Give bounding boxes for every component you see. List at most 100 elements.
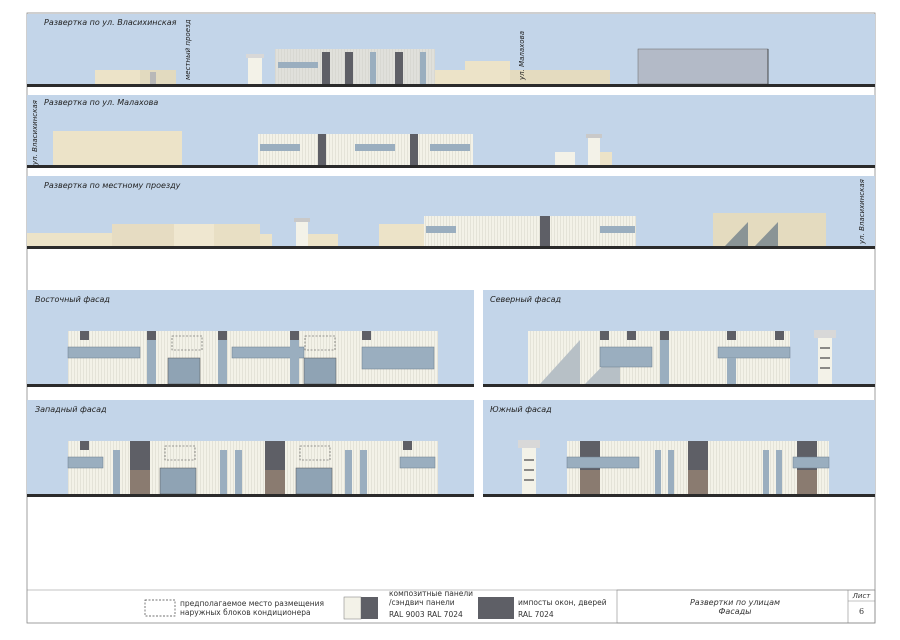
glass-band: [399, 456, 436, 469]
tower-cap: [294, 218, 310, 222]
tower-cap: [518, 440, 540, 448]
ground-line: [483, 494, 875, 497]
glass-strip: [420, 52, 426, 84]
street-label: местный проезд: [184, 19, 192, 80]
building-block-gray: [637, 48, 769, 85]
building-block: [214, 224, 260, 246]
gray-pier: [540, 216, 550, 246]
glass-band: [260, 144, 300, 151]
legend-posts-swatch: [478, 597, 514, 619]
street-label: ул. Малахова: [518, 31, 526, 80]
glass-band: [361, 346, 435, 370]
legend-posts-code: RAL 7024: [518, 610, 554, 619]
street-label: ул. Власихинская: [31, 100, 39, 165]
glass-band: [67, 456, 104, 469]
building-block: [53, 131, 182, 165]
building-block: [112, 224, 174, 246]
glass-band: [717, 346, 791, 359]
tower-cap: [586, 134, 602, 138]
east-facade-drawing: [27, 290, 474, 387]
building-block: [600, 152, 612, 165]
building-block: [27, 233, 117, 246]
building-block: [140, 70, 176, 84]
building-block: [379, 224, 424, 246]
entrance: [295, 467, 333, 495]
title-block: [616, 589, 876, 624]
glass-band: [792, 456, 830, 469]
tower-cap: [246, 54, 264, 58]
glass-band: [600, 226, 635, 233]
building-block: [555, 152, 575, 165]
north-facade-title: Северный фасад: [490, 295, 562, 304]
glass-strip: [370, 52, 376, 84]
north-facade-drawing: [483, 290, 875, 387]
shadow-triangle: [725, 222, 748, 246]
building-block: [308, 234, 338, 246]
ground-line: [27, 494, 474, 497]
ground-line: [27, 246, 875, 249]
ac-unit-placeholder: [164, 445, 196, 461]
building-block: [510, 70, 610, 84]
building-block: [465, 61, 510, 84]
tower-cap: [814, 330, 836, 338]
glass-band: [566, 456, 640, 469]
building-block: [260, 234, 272, 246]
entrance: [303, 357, 337, 385]
strip-title-local-road: Развертка по местному проезду: [44, 181, 181, 190]
south-facade-drawing: [483, 400, 875, 497]
legend-ac-line1: предполагаемое место размещения: [180, 599, 325, 608]
glass-band: [67, 346, 141, 359]
street-label: ул. Власихинская: [858, 179, 866, 244]
building-block: [174, 224, 214, 246]
ground-line: [27, 384, 474, 387]
glass-band: [355, 144, 395, 151]
strip-malakhova: [27, 95, 875, 168]
strip-local-road: [27, 176, 875, 249]
strip-title-malakhova: Развертка по ул. Малахова: [44, 98, 159, 107]
glass-band: [231, 346, 305, 359]
shadow-triangle: [755, 222, 778, 246]
ground-line: [27, 165, 875, 168]
entrance: [159, 467, 197, 495]
gray-pier: [318, 134, 326, 165]
ac-unit-placeholder: [171, 335, 203, 351]
legend-panels-codes: RAL 9003 RAL 7024: [389, 610, 463, 619]
west-facade-title: Западный фасад: [35, 405, 107, 414]
tower: [818, 336, 832, 384]
strip-vlasikhinskaya: [27, 14, 875, 87]
stamp-title-line1: Развертки по улицам: [689, 598, 781, 607]
glass-band: [599, 346, 653, 368]
east-facade-title: Восточный фасад: [35, 295, 110, 304]
facade-wall: [68, 441, 438, 494]
legend-gray-panel-swatch: [361, 597, 378, 619]
building-block: [95, 70, 145, 84]
entrance: [167, 357, 201, 385]
ground-line: [27, 84, 875, 87]
legend-ac-swatch: [144, 599, 176, 617]
tower: [248, 54, 262, 84]
building-block: [150, 72, 156, 84]
ac-unit-placeholder: [299, 445, 331, 461]
glass-band: [430, 144, 470, 151]
tower: [296, 220, 308, 246]
ground-line: [483, 384, 875, 387]
stamp-title-line2: Фасады: [718, 607, 752, 616]
shadow-triangle: [540, 340, 580, 384]
legend-panels-line1: композитные панели: [389, 589, 474, 598]
glass-band: [426, 226, 456, 233]
stamp-sheet-label: Лист: [852, 592, 871, 600]
tower: [588, 136, 600, 165]
gray-pier: [395, 52, 403, 84]
legend-posts-line1: импосты окон, дверей: [518, 598, 607, 607]
stamp-sheet-number: 6: [858, 607, 865, 616]
gray-pier: [345, 52, 353, 84]
west-facade-drawing: [27, 400, 474, 497]
gray-pier: [410, 134, 418, 165]
legend-white-panel-swatch: [343, 596, 362, 620]
strip-title-vlasikhinskaya: Развертка по ул. Власихинская: [44, 18, 177, 27]
gray-pier: [322, 52, 330, 84]
legend-ac-line2: наружных блоков кондиционера: [180, 608, 311, 617]
glass-band: [278, 62, 318, 68]
